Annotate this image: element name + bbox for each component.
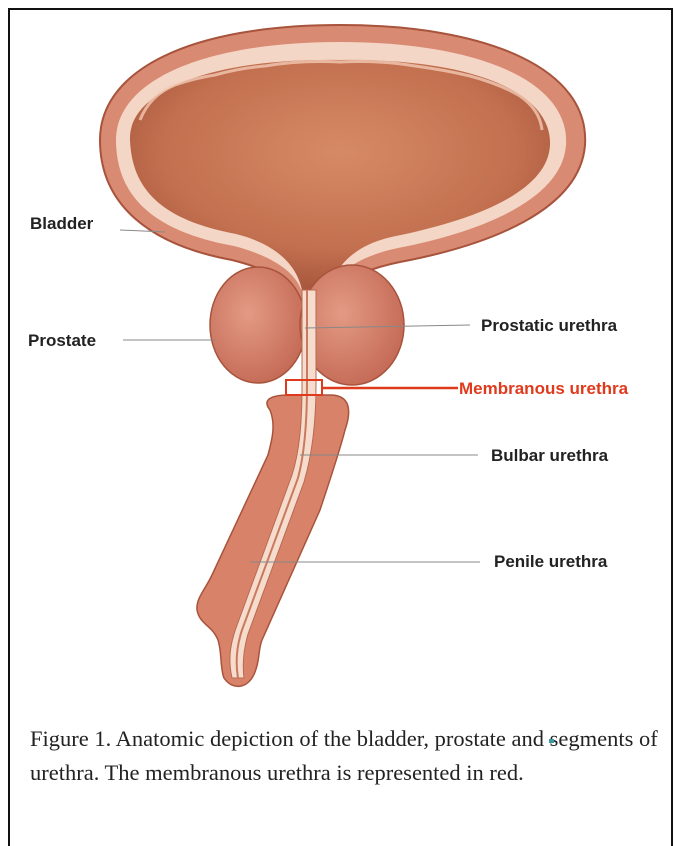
membranous-urethra-label: Membranous urethra [459,379,628,399]
penile-urethra-label: Penile urethra [494,552,607,572]
bladder-lumen [130,60,550,290]
prostate-label: Prostate [28,331,96,351]
bulbar-urethra-label: Bulbar urethra [491,446,608,466]
anatomy-illustration [0,0,683,700]
caption-cursor-mark [549,739,554,743]
prostate-left-lobe [210,267,306,383]
bladder-label: Bladder [30,214,93,234]
prostatic-urethra-label: Prostatic urethra [481,316,617,336]
figure-caption: Figure 1. Anatomic depiction of the blad… [30,722,660,790]
